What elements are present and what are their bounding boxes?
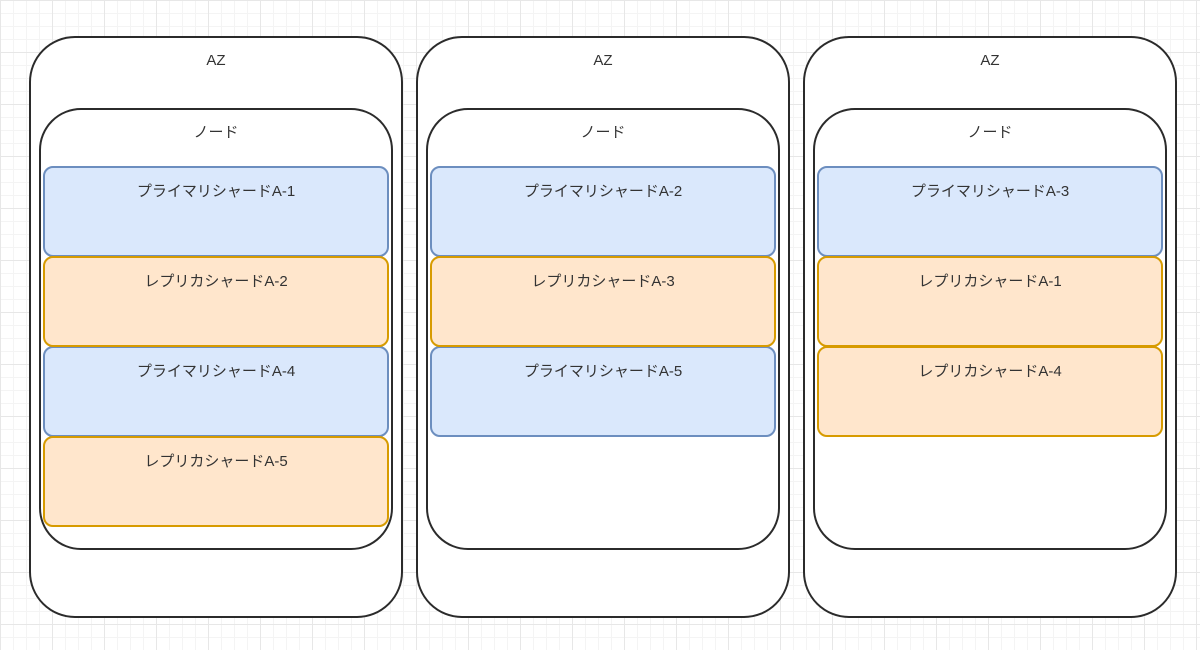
node-container: ノード プライマリシャードA-2 レプリカシャードA-3 プライマリシャードA-… — [426, 108, 780, 550]
shard-label: レプリカシャードA-2 — [144, 273, 288, 290]
replica-shard-box: レプリカシャードA-1 — [817, 256, 1163, 347]
shard-label: レプリカシャードA-5 — [144, 453, 288, 470]
az-label: AZ — [593, 52, 613, 69]
replica-shard-box: レプリカシャードA-5 — [43, 436, 389, 527]
replica-shard-box: レプリカシャードA-3 — [430, 256, 776, 347]
node-container: ノード プライマリシャードA-1 レプリカシャードA-2 プライマリシャードA-… — [39, 108, 393, 550]
replica-shard-box: レプリカシャードA-2 — [43, 256, 389, 347]
shard-label: レプリカシャードA-1 — [918, 273, 1062, 290]
replica-shard-box: レプリカシャードA-4 — [817, 346, 1163, 437]
az-container-3: AZ ノード プライマリシャードA-3 レプリカシャードA-1 レプリカシャード… — [803, 36, 1177, 618]
az-container-1: AZ ノード プライマリシャードA-1 レプリカシャードA-2 プライマリシャー… — [29, 36, 403, 618]
az-columns: AZ ノード プライマリシャードA-1 レプリカシャードA-2 プライマリシャー… — [29, 36, 1177, 618]
node-label: ノード — [193, 124, 239, 141]
shard-list: プライマリシャードA-2 レプリカシャードA-3 プライマリシャードA-5 — [430, 166, 776, 437]
shard-label: プライマリシャードA-4 — [136, 363, 296, 380]
shard-label: プライマリシャードA-1 — [136, 183, 296, 200]
az-label: AZ — [980, 52, 1000, 69]
primary-shard-box: プライマリシャードA-1 — [43, 166, 389, 257]
node-label: ノード — [580, 124, 626, 141]
primary-shard-box: プライマリシャードA-3 — [817, 166, 1163, 257]
shard-label: レプリカシャードA-4 — [918, 363, 1062, 380]
primary-shard-box: プライマリシャードA-2 — [430, 166, 776, 257]
shard-label: プライマリシャードA-2 — [523, 183, 683, 200]
az-label: AZ — [206, 52, 226, 69]
shard-list: プライマリシャードA-3 レプリカシャードA-1 レプリカシャードA-4 — [817, 166, 1163, 437]
shard-label: プライマリシャードA-3 — [910, 183, 1070, 200]
shard-label: プライマリシャードA-5 — [523, 363, 683, 380]
shard-label: レプリカシャードA-3 — [531, 273, 675, 290]
az-container-2: AZ ノード プライマリシャードA-2 レプリカシャードA-3 プライマリシャー… — [416, 36, 790, 618]
node-container: ノード プライマリシャードA-3 レプリカシャードA-1 レプリカシャードA-4 — [813, 108, 1167, 550]
primary-shard-box: プライマリシャードA-4 — [43, 346, 389, 437]
primary-shard-box: プライマリシャードA-5 — [430, 346, 776, 437]
node-label: ノード — [967, 124, 1013, 141]
shard-list: プライマリシャードA-1 レプリカシャードA-2 プライマリシャードA-4 レプ… — [43, 166, 389, 527]
